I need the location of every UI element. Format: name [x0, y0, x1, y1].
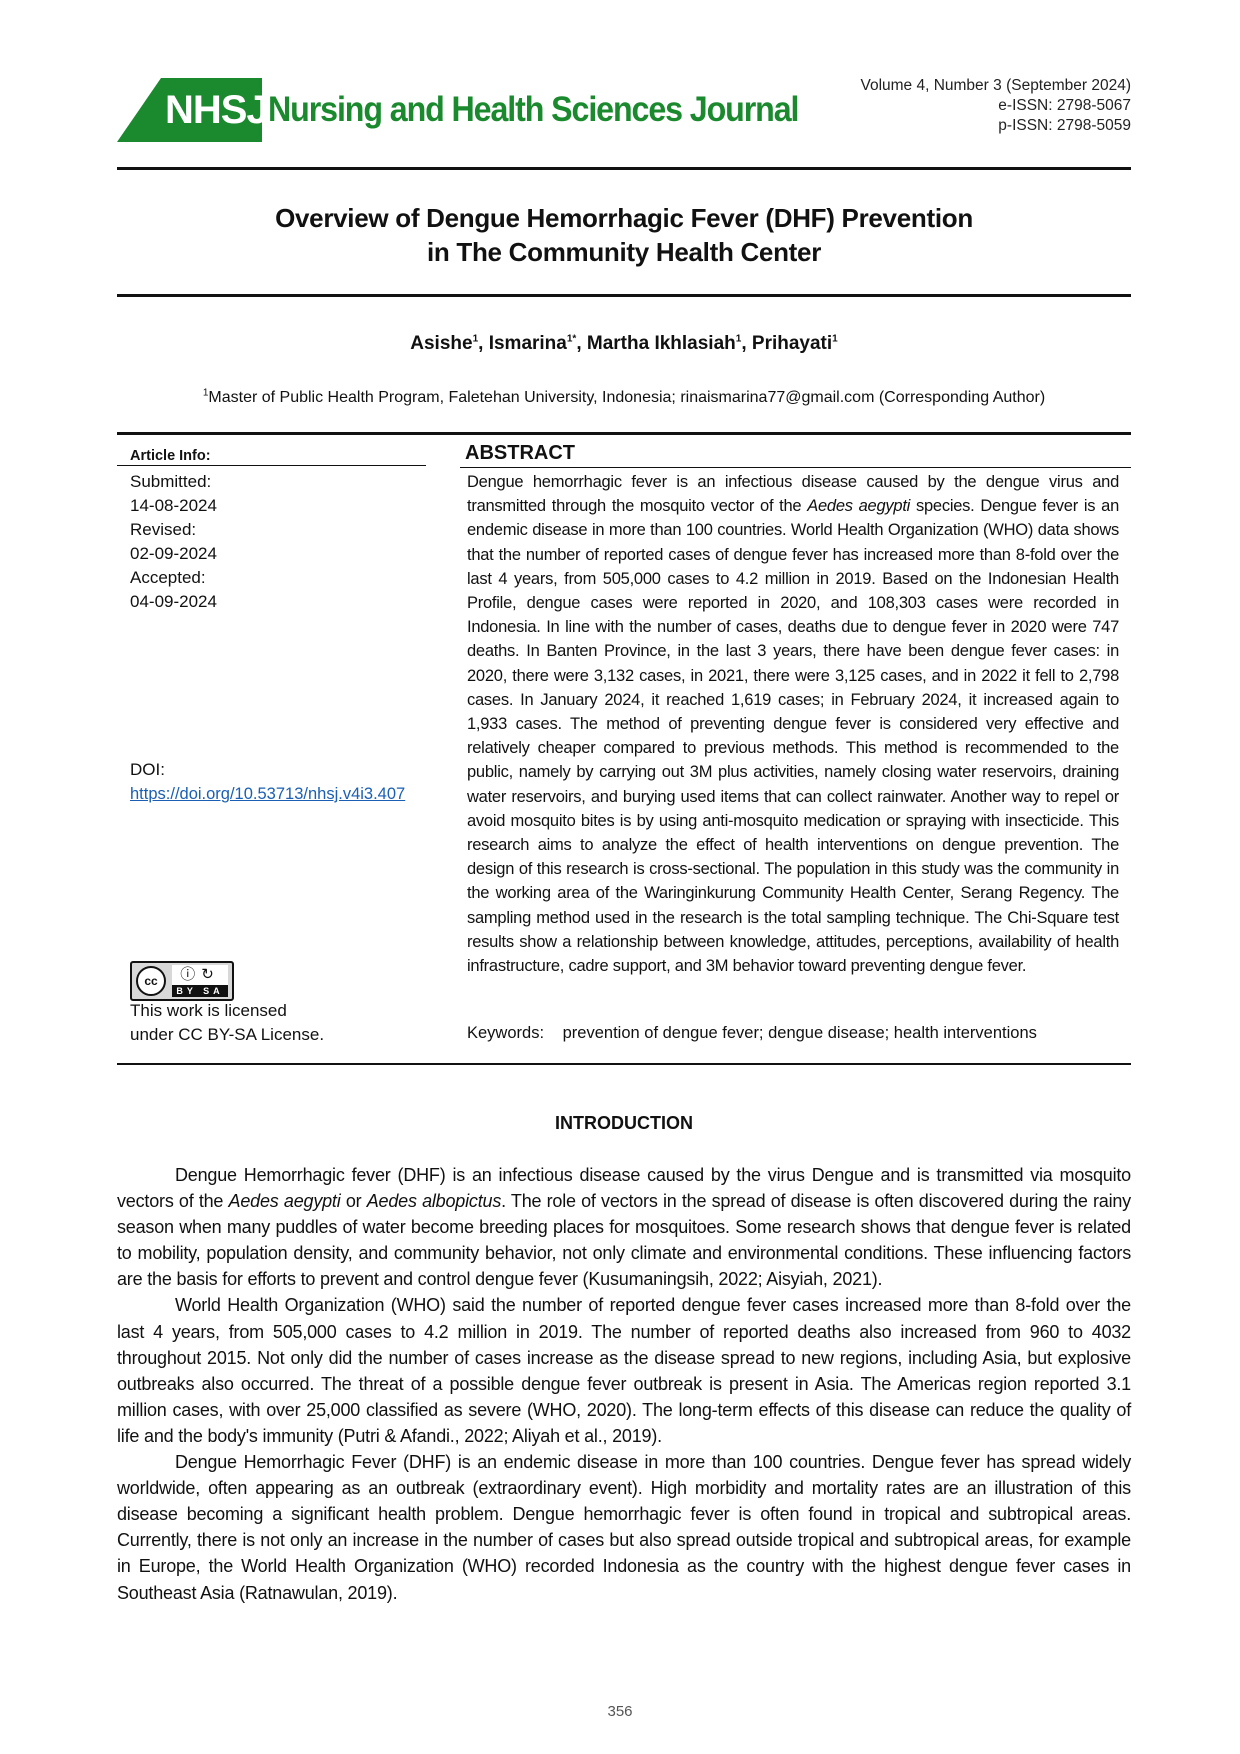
paragraph: World Health Organization (WHO) said the…: [117, 1295, 1131, 1446]
article-info: Article Info: Submitted: 14-08-2024 Revi…: [130, 444, 420, 806]
revised-date: 02-09-2024: [130, 544, 217, 563]
accepted-date: 04-09-2024: [130, 592, 217, 611]
revised-label: Revised:: [130, 520, 197, 539]
title-line-2: in The Community Health Center: [426, 237, 822, 267]
abstract-heading-rule: [460, 467, 1131, 468]
submitted-label: Submitted:: [130, 472, 212, 491]
author-list: Asishe1, Ismarina1*, Martha Ikhlasiah1, …: [117, 333, 1131, 355]
journal-meta: Volume 4, Number 3 (September 2024) e-IS…: [860, 76, 1131, 136]
volume-info: Volume 4, Number 3 (September 2024): [860, 77, 1131, 94]
introduction-heading: INTRODUCTION: [555, 1113, 693, 1133]
eissn: e-ISSN: 2798-5067: [998, 97, 1131, 114]
pissn: p-ISSN: 2798-5059: [998, 117, 1131, 134]
journal-name: Nursing and Health Sciences Journal: [268, 90, 799, 129]
affiliation: 1Master of Public Health Program, Falete…: [117, 387, 1131, 407]
logo-triangle-icon: [117, 78, 262, 142]
logo-abbreviation: NHSJ: [165, 88, 269, 132]
author: Martha Ikhlasiah1,: [586, 333, 752, 354]
paragraph: Dengue Hemorrhagic fever (DHF) is an inf…: [117, 1165, 1131, 1290]
by-sa-label: BY SA: [172, 985, 228, 997]
abstract-heading: ABSTRACT: [465, 442, 575, 464]
submitted-date: 14-08-2024: [130, 496, 217, 515]
logo-mark: NHSJ: [117, 78, 269, 142]
cc-icon: cc: [136, 966, 166, 996]
paragraph: Dengue Hemorrhagic Fever (DHF) is an end…: [117, 1452, 1131, 1603]
journal-logo: NHSJ Nursing and Health Sciences Journal: [117, 78, 845, 142]
keywords-label: Keywords:: [467, 1024, 545, 1042]
accepted-label: Accepted:: [130, 568, 206, 587]
doi-label: DOI:: [130, 760, 165, 779]
page-number: 356: [607, 1703, 633, 1720]
info-heading-rule: [117, 465, 426, 466]
title-line-1: Overview of Dengue Hemorrhagic Fever (DH…: [275, 203, 973, 233]
author: Asishe1,: [410, 333, 489, 354]
keywords: Keywords: prevention of dengue fever; de…: [467, 1024, 1037, 1043]
introduction-body: Dengue Hemorrhagic fever (DHF) is an inf…: [117, 1162, 1131, 1606]
abstract-bottom-rule: [117, 1063, 1131, 1065]
affiliation-marker: 1: [202, 387, 209, 399]
license-text: This work is licensed under CC BY-SA Lic…: [130, 1001, 325, 1044]
author: Prihayati1: [751, 333, 838, 354]
by-sa-icons: ⓘ↻: [172, 965, 228, 985]
abstract-text: Dengue hemorrhagic fever is an infectiou…: [467, 473, 1119, 976]
affiliation-text: Master of Public Health Program, Faleteh…: [208, 389, 1046, 406]
header-rule: [117, 167, 1131, 170]
author: Ismarina1*,: [488, 333, 587, 354]
paper-title: Overview of Dengue Hemorrhagic Fever (DH…: [117, 201, 1131, 269]
doi-link[interactable]: https://doi.org/10.53713/nhsj.v4i3.407: [130, 785, 406, 803]
title-rule: [117, 294, 1131, 297]
keywords-list: prevention of dengue fever; dengue disea…: [562, 1024, 1037, 1042]
article-info-heading: Article Info:: [130, 448, 211, 464]
info-top-rule: [117, 432, 1131, 435]
cc-by-sa-badge[interactable]: cc ⓘ↻ BY SA: [130, 961, 234, 1001]
